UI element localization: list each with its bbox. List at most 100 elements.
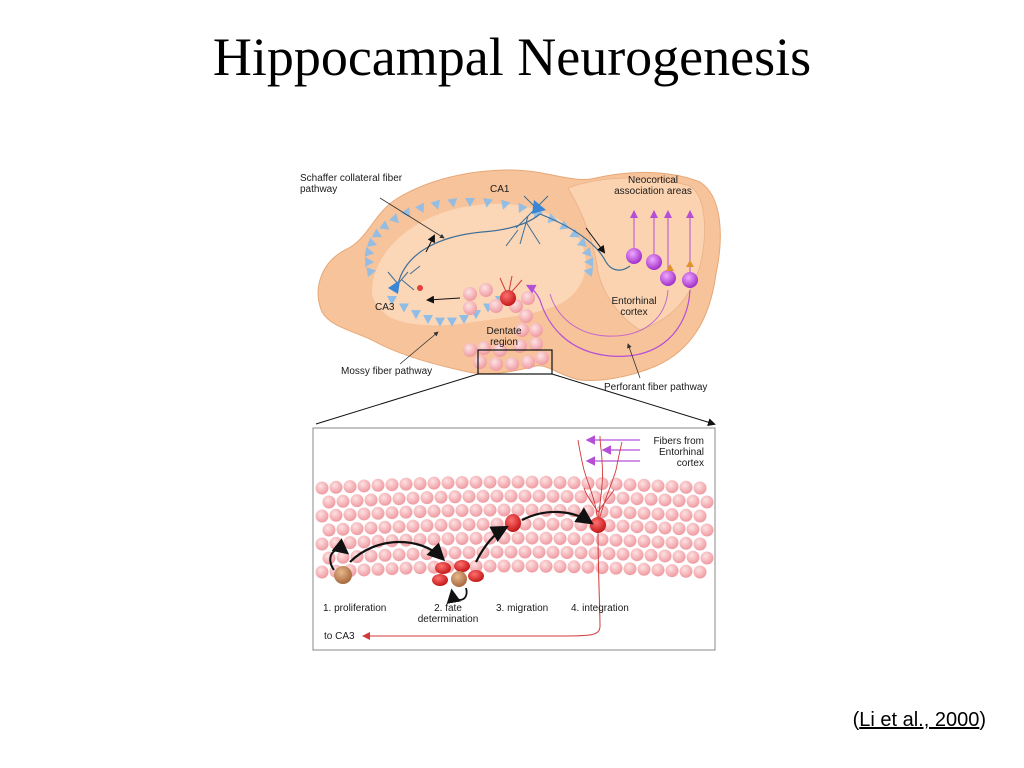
ca-loop-arrow-right — [585, 227, 606, 254]
entorhinal-terminal — [666, 264, 674, 271]
inset-granule-cell — [560, 545, 574, 559]
proliferation-loop-arrow — [329, 538, 350, 571]
inset-granule-cell — [616, 547, 630, 561]
inset-granule-cell — [623, 534, 637, 548]
zoom-line-right — [551, 373, 716, 427]
inset-granule-cell — [665, 508, 679, 522]
inset-granule-cell — [567, 532, 581, 546]
inset-granule-cell — [399, 477, 413, 491]
inset-granule-cell — [329, 508, 343, 522]
inset-granule-cell — [385, 478, 399, 492]
inset-granule-cell — [546, 489, 560, 503]
inset-granule-cell — [525, 559, 539, 573]
inset-granule-cell — [483, 475, 497, 489]
ca-loop-arrow-up — [425, 234, 435, 253]
inset-granule-cell — [651, 563, 665, 577]
inset-granule-cell — [679, 564, 693, 578]
inset-granule-cell — [385, 562, 399, 576]
inset-granule-cell — [700, 551, 714, 565]
inset-granule-cell — [476, 489, 490, 503]
arrow-to-integration — [521, 507, 594, 525]
inset-granule-cell — [455, 475, 469, 489]
inset-granule-cell — [350, 494, 364, 508]
inset-granule-cell — [448, 518, 462, 532]
inset-granule-cell — [357, 563, 371, 577]
inset-granule-cell — [665, 480, 679, 494]
granule-cell — [535, 351, 549, 365]
granule-cell — [521, 291, 535, 305]
inset-granule-cell — [357, 507, 371, 521]
ca1-output-path — [539, 213, 631, 271]
granule-cell — [477, 341, 491, 355]
inset-granule-cell — [658, 493, 672, 507]
inset-granule-cell — [553, 531, 567, 545]
inset-granule-cell — [630, 548, 644, 562]
inset-granule-cell — [441, 532, 455, 546]
inset-granule-cell — [693, 537, 707, 551]
ca-pyramidal-layer — [364, 198, 594, 327]
dentate-new-neuron — [499, 275, 523, 306]
inset-granule-cell — [413, 505, 427, 519]
inset-granule-cell — [686, 494, 700, 508]
inset-granule-cell — [371, 506, 385, 520]
inset-granule-cell — [623, 562, 637, 576]
citation: (Li et al., 2000) — [853, 709, 986, 732]
citation-text: Li et al., 2000 — [859, 709, 980, 731]
inset-granule-cell — [406, 491, 420, 505]
inset-granule-cell — [532, 489, 546, 503]
pyramidal-cell — [459, 315, 469, 325]
granule-cell — [463, 301, 477, 315]
inset-granule-cell — [441, 476, 455, 490]
inset-granule-cell — [644, 492, 658, 506]
label-perforant: Perforant fiber pathway — [604, 382, 708, 393]
inset-granule-cell — [441, 504, 455, 518]
pyramidal-cell — [435, 317, 445, 327]
inset-granule-cell — [672, 550, 686, 564]
inset-granule-cell — [483, 559, 497, 573]
inset-granule-cell — [581, 532, 595, 546]
inset-granule-cell — [336, 494, 350, 508]
inset-granule-cell — [693, 565, 707, 579]
inset-granule-cell — [665, 564, 679, 578]
inset-granule-cell — [602, 547, 616, 561]
label-step-integration: 4. integration — [571, 603, 629, 614]
inset-granule-cell — [518, 517, 532, 531]
inset-granule-cell — [469, 559, 483, 573]
inset-granule-cell — [637, 506, 651, 520]
inset-granule-cell — [322, 523, 336, 537]
inset-granule-cell — [315, 537, 329, 551]
inset-granule-cell — [413, 561, 427, 575]
inset-granule-cell — [364, 493, 378, 507]
inset-granule-cell — [539, 531, 553, 545]
ca3-neuron — [387, 265, 421, 291]
pyramidal-cell — [411, 310, 421, 320]
inset-granule-cell — [322, 551, 336, 565]
inset-granule-cell — [364, 549, 378, 563]
inset-granule-cell — [476, 517, 490, 531]
inset-granule-cell — [462, 489, 476, 503]
pyramidal-cell — [465, 198, 475, 207]
inset-granule-cell — [315, 565, 329, 579]
inset-granule-cell — [630, 492, 644, 506]
pyramidal-cell — [399, 303, 409, 313]
inset-panel — [312, 427, 716, 651]
inset-granule-cell — [588, 546, 602, 560]
inset-granule-cell — [462, 517, 476, 531]
inset-granule-cell — [357, 535, 371, 549]
inset-granule-cell — [700, 523, 714, 537]
inset-granule-cell — [574, 490, 588, 504]
inset-granule-cell — [539, 503, 553, 517]
pyramidal-cell — [576, 237, 587, 247]
inset-granule-cell — [525, 531, 539, 545]
inset-granule-cell — [357, 479, 371, 493]
inset-granule-cell — [672, 494, 686, 508]
inset-granule-cell — [497, 503, 511, 517]
inset-granule-cell — [427, 476, 441, 490]
granule-cell — [529, 337, 543, 351]
inset-granule-cell — [581, 560, 595, 574]
fate-loop-arrow — [446, 587, 468, 604]
label-entorhinal: Entorhinal cortex — [611, 296, 657, 318]
inset-granule-cell — [336, 522, 350, 536]
inset-granule-cell — [518, 545, 532, 559]
